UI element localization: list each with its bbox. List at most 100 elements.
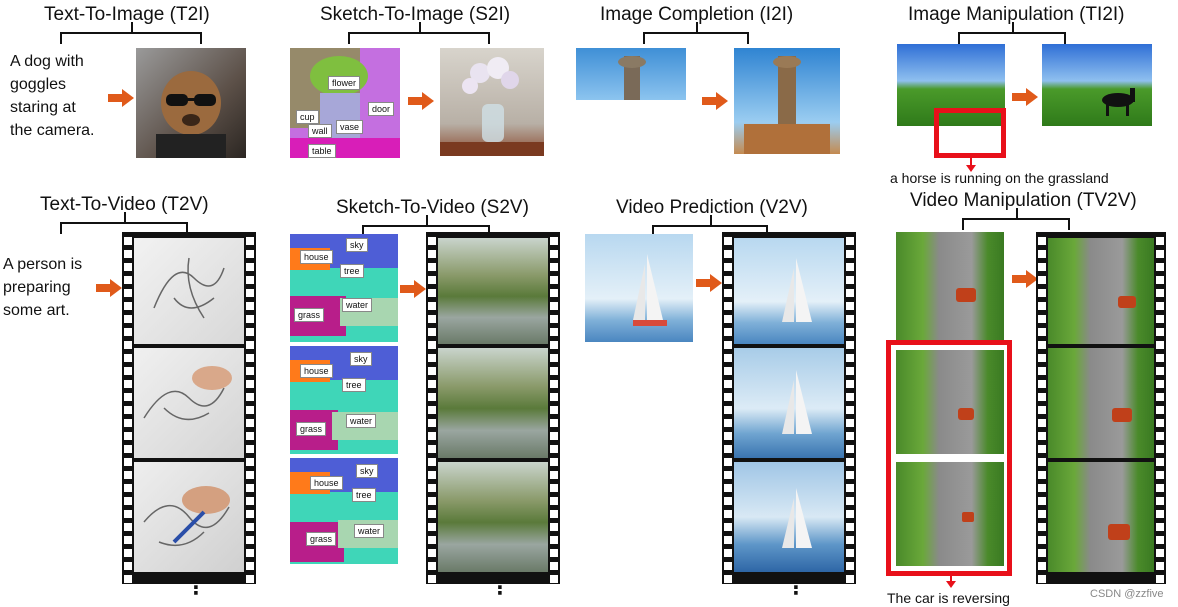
title-v2v: Video Prediction (V2V) [616, 197, 808, 218]
film-strip-tv2v [1036, 232, 1166, 584]
dog-goggles-image [136, 48, 246, 158]
title-t2v: Text-To-Video (T2V) [40, 194, 209, 215]
arrow-right-icon [1012, 270, 1038, 288]
video-frame [438, 238, 548, 344]
film-strip-t2v [122, 232, 256, 584]
title-i2i: Image Completion (I2I) [600, 4, 794, 25]
flower-vase-image [440, 48, 544, 156]
sketch-label: grass [296, 422, 327, 436]
road-frame [896, 350, 1004, 454]
prompt-t2i-line: staring at [10, 99, 76, 116]
arrow-right-icon [702, 92, 728, 110]
title-ti2i: Image Manipulation (TI2I) [908, 4, 1125, 25]
sketch-label: sky [346, 238, 368, 252]
video-frame [134, 462, 244, 572]
sketch-label: water [354, 524, 385, 538]
sketch-label: tree [340, 264, 364, 278]
video-frame [734, 462, 844, 572]
sketch-label: water [342, 298, 373, 312]
road-input-frame [896, 232, 1004, 340]
sketch-label: house [300, 250, 333, 264]
completed-tower-image [734, 48, 840, 154]
sketch-label: water [346, 414, 377, 428]
prompt-t2v-line: some art. [3, 302, 70, 319]
bracket-s2i [348, 22, 490, 44]
title-tv2v: Video Manipulation (TV2V) [910, 190, 1137, 211]
edit-region-highlight [934, 108, 1006, 158]
prompt-t2v-line: preparing [3, 279, 71, 296]
arrow-right-icon [400, 280, 426, 298]
video-frame [1048, 348, 1154, 458]
film-strip-v2v [722, 232, 856, 584]
bracket-tv2v [962, 208, 1070, 230]
ellipsis-v2v: ⋮ [786, 577, 806, 599]
bracket-t2v [60, 212, 188, 234]
sketch-label: cup [296, 110, 319, 124]
prompt-t2v: A person is preparing some art. [3, 253, 82, 322]
prompt-t2i-line: goggles [10, 76, 67, 93]
sailboat-input-image [585, 234, 693, 342]
tower-icon [744, 56, 830, 154]
bracket-ti2i [958, 22, 1066, 44]
sketch-label: house [300, 364, 333, 378]
sketch-label: tree [342, 378, 366, 392]
prompt-t2v-line: A person is [3, 256, 83, 273]
sketch-label: door [368, 102, 395, 116]
prompt-t2i: A dog with goggles staring at the camera… [10, 50, 94, 142]
tower-icon [618, 56, 646, 100]
arrow-right-icon [96, 279, 122, 297]
sketch-label: sky [350, 352, 372, 366]
edit-pointer-line [970, 158, 972, 166]
car-icon [956, 288, 976, 302]
sketch-label: grass [306, 532, 337, 546]
prompt-t2i-line: A dog with [10, 53, 84, 70]
horse-grassland-image [1042, 44, 1152, 126]
edit-pointer-line [950, 576, 952, 582]
sketch-label: house [310, 476, 343, 490]
sketch-label: sky [356, 464, 378, 478]
video-frame [1048, 462, 1154, 572]
sketch-map-frame: sky house tree water grass [290, 458, 398, 564]
caption-tv2v: The car is reversing [887, 590, 1010, 606]
bracket-v2v [652, 215, 768, 237]
video-frame [134, 238, 244, 344]
sailboat-icon [633, 254, 667, 326]
car-icon [962, 512, 974, 522]
video-frame [1048, 238, 1154, 344]
arrow-right-icon [108, 89, 134, 107]
edit-pointer-arrowhead [946, 581, 956, 588]
title-s2i: Sketch-To-Image (S2I) [320, 4, 511, 25]
title-s2v: Sketch-To-Video (S2V) [336, 197, 529, 218]
bracket-t2i [60, 22, 202, 44]
horse-icon [1102, 88, 1135, 116]
sketch-map-frame: sky house tree water grass [290, 234, 398, 342]
sketch-segmentation-image: flower door cup wall vase table [290, 48, 400, 158]
sketch-map-frame: sky house tree water grass [290, 346, 398, 454]
bracket-i2i [643, 22, 749, 44]
dog-icon [156, 71, 226, 158]
film-strip-s2v [426, 232, 560, 584]
ellipsis-t2v: ⋮ [186, 577, 206, 599]
video-frame [734, 348, 844, 458]
video-frame [438, 348, 548, 458]
video-frame [438, 462, 548, 572]
partial-tower-image [576, 48, 686, 100]
car-icon [958, 408, 974, 420]
edit-pointer-arrowhead [966, 165, 976, 172]
title-t2i: Text-To-Image (T2I) [44, 4, 210, 25]
sketch-label: tree [352, 488, 376, 502]
watermark: CSDN @zzfive [1090, 588, 1164, 600]
edit-region-highlight [886, 340, 1012, 576]
arrow-right-icon [1012, 88, 1038, 106]
bracket-s2v [362, 215, 490, 237]
video-frame [734, 238, 844, 344]
sketch-label: flower [328, 76, 361, 90]
sketch-label: table [308, 144, 336, 158]
sketch-label: wall [308, 124, 332, 138]
caption-ti2i: a horse is running on the grassland [890, 170, 1109, 186]
arrow-right-icon [696, 274, 722, 292]
prompt-t2i-line: the camera. [10, 122, 95, 139]
arrow-right-icon [408, 92, 434, 110]
video-frame [134, 348, 244, 458]
road-frame [896, 462, 1004, 566]
